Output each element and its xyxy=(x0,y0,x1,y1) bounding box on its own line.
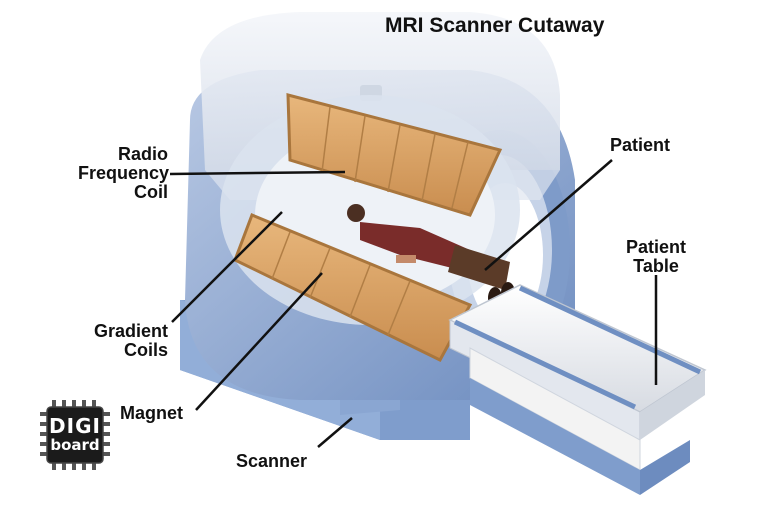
label-rf-coil: Radio Frequency Coil xyxy=(78,144,170,202)
scanner-leader xyxy=(317,417,353,448)
patient-figure xyxy=(347,204,515,309)
rf-coil-leader xyxy=(169,170,346,176)
chip-icon xyxy=(40,400,110,470)
label-scanner: Scanner xyxy=(236,451,308,471)
diagram-title: MRI Scanner Cutaway xyxy=(385,14,605,37)
rf-coil-panel xyxy=(286,93,503,217)
gradient-coil-panel xyxy=(233,213,473,362)
label-magnet: Magnet xyxy=(120,403,183,423)
label-patient: Patient xyxy=(610,135,671,155)
leader-lines xyxy=(169,159,658,448)
patient-leader xyxy=(484,159,613,271)
patient-table xyxy=(448,284,707,495)
logo-text-digi: DIGI xyxy=(49,414,101,438)
logo-text-board: board xyxy=(50,436,100,454)
label-gradient-coils: Gradient Coils xyxy=(93,321,168,360)
gradient-coils-leader xyxy=(171,211,283,323)
label-patient-table: Patient Table xyxy=(625,237,686,276)
magnet-leader xyxy=(195,272,323,411)
digiboard-logo: DIGI board xyxy=(40,400,110,470)
